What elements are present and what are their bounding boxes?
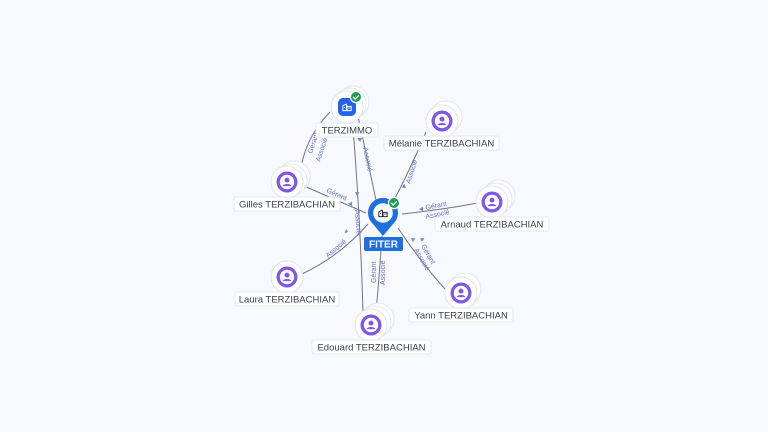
verified-check-icon — [387, 196, 401, 210]
node-label: Yann TERZIBACHIAN — [414, 310, 508, 321]
node-gilles[interactable]: Gilles TERZIBACHIAN — [233, 160, 341, 212]
arrowhead — [419, 206, 424, 212]
edge-label-edouard-fiter-gerant: Gérant — [371, 262, 378, 283]
node-label: Laura TERZIBACHIAN — [239, 294, 336, 305]
node-label: Gilles TERZIBACHIAN — [239, 199, 335, 210]
node-terzimmo[interactable]: TERZIMMO — [315, 85, 379, 138]
person-icon — [363, 317, 379, 333]
person-icon — [484, 194, 500, 210]
edge-label-melanie-fiter: Associé — [405, 159, 419, 185]
edge-label-gilles-fiter-associe: Associé — [353, 210, 362, 235]
edge-label-arnaud-fiter-associe: Associé — [425, 209, 451, 221]
person-icon — [434, 113, 450, 129]
center-node-fiter[interactable]: FITER — [364, 196, 403, 251]
edge-label-edouard-fiter-associe: Associé — [380, 260, 387, 285]
verified-check-icon — [349, 90, 363, 104]
node-melanie[interactable]: Mélanie TERZIBACHIAN — [383, 100, 500, 151]
arrowhead — [348, 201, 353, 206]
edge-laura-fiter — [301, 223, 369, 275]
person-icon — [453, 285, 469, 301]
arrowhead — [401, 183, 406, 188]
node-label: Arnaud TERZIBACHIAN — [441, 219, 544, 230]
node-label: Edouard TERZIBACHIAN — [317, 342, 425, 353]
node-label: TERZIMMO — [322, 125, 373, 136]
edge-label-laura-fiter: Associé — [325, 238, 348, 259]
node-laura[interactable]: Laura TERZIBACHIAN — [234, 260, 340, 307]
edge-label-terzimmo-fiter: Associé — [361, 147, 373, 173]
node-yann[interactable]: Yann TERZIBACHIAN — [408, 272, 514, 323]
arrowhead — [355, 192, 360, 196]
node-label: Mélanie TERZIBACHIAN — [389, 138, 495, 149]
person-icon — [279, 174, 295, 190]
node-edouard[interactable]: Edouard TERZIBACHIAN — [311, 302, 432, 355]
edge-label-arnaud-fiter-gerant: Gérant — [425, 201, 447, 212]
person-icon — [279, 269, 295, 285]
arrowhead — [357, 138, 362, 142]
center-label: FITER — [369, 240, 399, 251]
edge-arnaud-fiter — [401, 202, 479, 215]
edge-yann-fiter — [397, 227, 447, 291]
arrowhead — [411, 238, 416, 242]
node-arnaud[interactable]: Arnaud TERZIBACHIAN — [434, 179, 550, 232]
arrowhead — [344, 229, 348, 234]
edge-labels: Associé Gérant Associé Associé Gérant As… — [307, 132, 450, 285]
edge-edouard-terzimmo — [351, 115, 364, 313]
arrowhead — [420, 238, 425, 242]
